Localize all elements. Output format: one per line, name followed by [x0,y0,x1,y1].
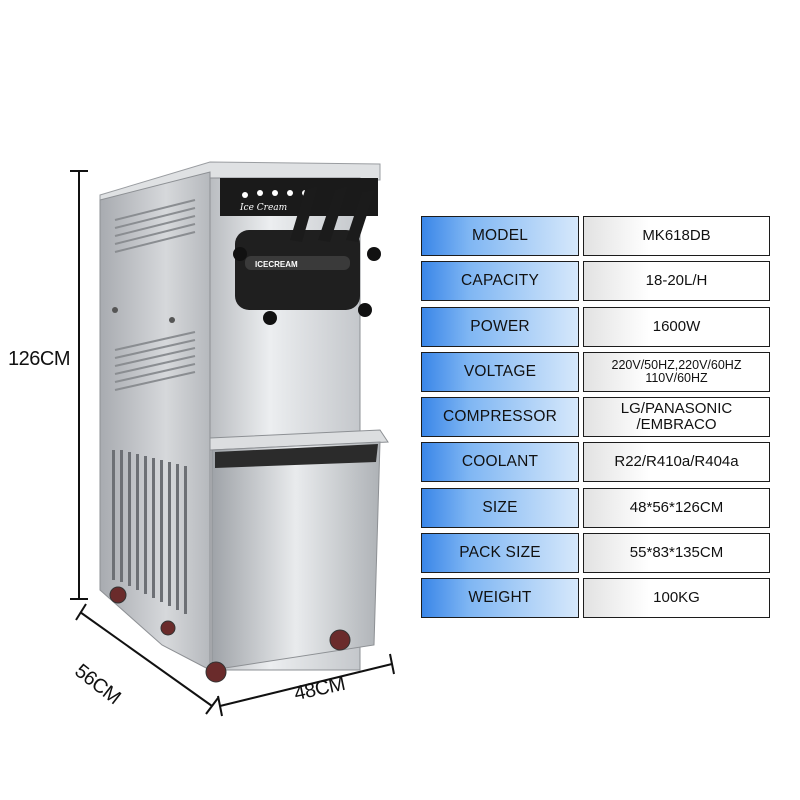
spec-row-weight: WEIGHT 100KG [421,578,770,619]
spec-value: 55*83*135CM [583,533,770,574]
ice-cream-machine-image: Ice Cream ICECREAM [99,161,389,683]
spec-value-line: 220V/50HZ,220V/60HZ [611,357,742,372]
spec-value: MK618DB [583,216,770,256]
spec-row-coolant: COOLANT R22/R410a/R404a [421,442,770,483]
spec-value-line: 110V/60HZ [645,370,708,385]
spec-label: COMPRESSOR [421,397,579,438]
spec-label: COOLANT [421,442,579,483]
spec-label: MODEL [421,216,579,256]
spec-label: POWER [421,306,579,347]
height-label: 126CM [8,348,70,370]
spec-row-size: SIZE 48*56*126CM [421,487,770,528]
spec-value: R22/R410a/R404a [583,442,770,483]
spec-label: WEIGHT [421,578,579,619]
spec-value: 100KG [583,578,770,619]
brand-plate: ICECREAM [255,260,298,269]
spec-row-pack-size: PACK SIZE 55*83*135CM [421,533,770,574]
script-logo: Ice Cream [239,203,287,213]
spec-value: 18-20L/H [583,261,770,302]
spec-value: LG/PANASONIC /EMBRACO [583,397,770,438]
spec-value: 1600W [583,306,770,347]
spec-row-capacity: CAPACITY 18-20L/H [421,261,770,302]
spec-row-voltage: VOLTAGE 220V/50HZ,220V/60HZ 110V/60HZ [421,351,770,392]
spec-value: 220V/50HZ,220V/60HZ 110V/60HZ [583,351,770,392]
spec-label: CAPACITY [421,261,579,302]
spec-row-power: POWER 1600W [421,306,770,347]
spec-row-model: MODEL MK618DB [421,216,770,256]
spec-value-line: /EMBRACO [636,416,717,434]
spec-row-compressor: COMPRESSOR LG/PANASONIC /EMBRACO [421,397,770,438]
spec-label: SIZE [421,487,579,528]
spec-table: MODEL MK618DB CAPACITY 18-20L/H POWER 16… [421,216,770,624]
spec-label: VOLTAGE [421,351,579,392]
spec-value-line: LG/PANASONIC [620,400,733,418]
spec-value: 48*56*126CM [583,487,770,528]
spec-label: PACK SIZE [421,533,579,574]
